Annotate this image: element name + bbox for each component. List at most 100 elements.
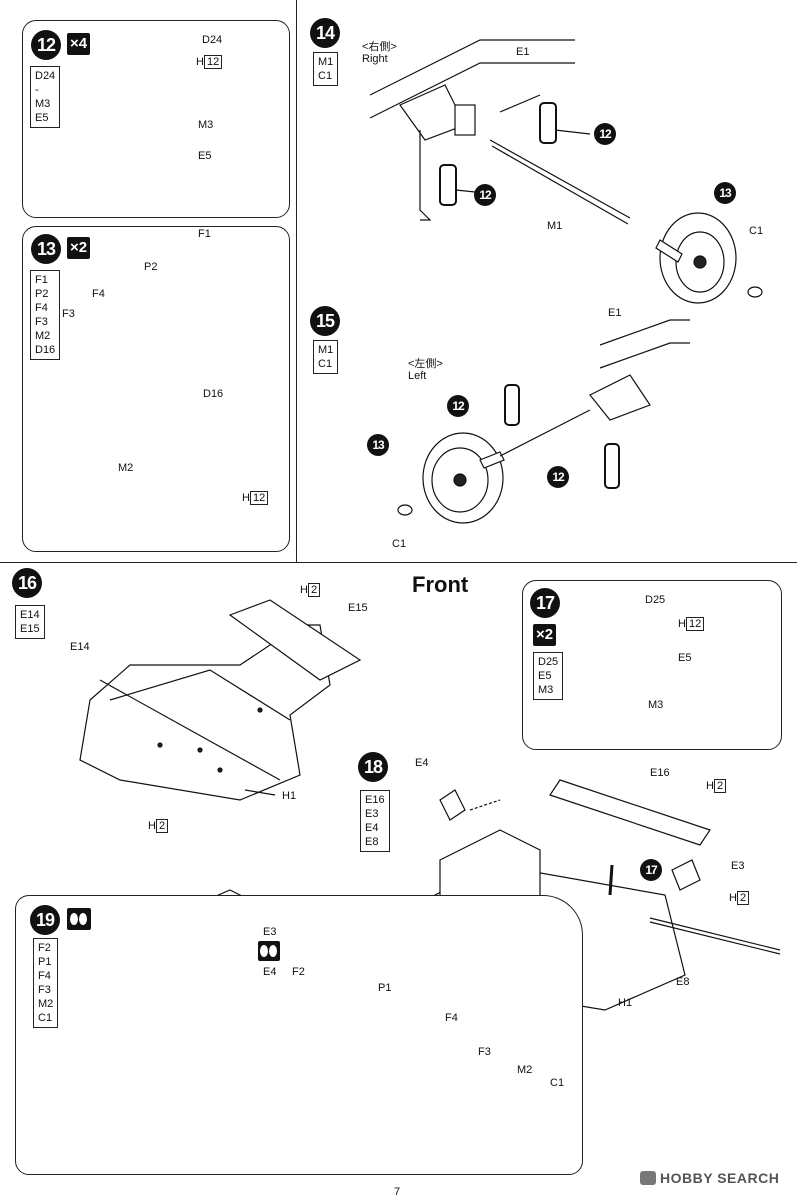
- front-label: Front: [412, 572, 469, 597]
- label-f1: F1: [198, 228, 211, 240]
- label-h1: H1: [282, 790, 297, 802]
- section-divider: [0, 562, 797, 563]
- part-label: E14: [20, 609, 40, 621]
- label-e5: E5: [678, 652, 692, 664]
- suspension-right-14: [369, 39, 763, 304]
- part-label: M1: [318, 344, 334, 356]
- label-c1: C1: [550, 1077, 565, 1089]
- step-17-parts-list: D25 E5 M3: [533, 652, 564, 700]
- step-15-parts-list: M1 C1: [313, 340, 339, 374]
- part-label: C1: [38, 1012, 53, 1024]
- suspension-left-15: [397, 319, 690, 524]
- watermark-logo-icon: [640, 1171, 656, 1185]
- part-label: M3: [538, 684, 554, 696]
- label-m2: M2: [517, 1064, 533, 1076]
- step-12-number: 12: [31, 30, 61, 60]
- step-15-number: 15: [310, 306, 340, 336]
- label-d16: D16: [203, 388, 224, 400]
- part-label: F3: [35, 316, 48, 328]
- paint-mark-icon: [67, 908, 91, 930]
- part-label: F1: [35, 274, 48, 286]
- step-12-multiplier: ×4: [67, 33, 91, 55]
- label-e16: E16: [650, 767, 670, 779]
- step-16-number: 16: [12, 568, 42, 598]
- part-label: F3: [38, 984, 51, 996]
- part-label: E4: [365, 822, 379, 834]
- part-label: D24: [35, 70, 56, 82]
- label-m3: M3: [648, 699, 664, 711]
- paint-mark-icon: [258, 941, 280, 961]
- label-m2: M2: [118, 462, 134, 474]
- step-ref-12: 12: [547, 466, 569, 488]
- step-19-panel: [15, 895, 583, 1175]
- part-label: D25: [538, 656, 559, 668]
- label-f3: F3: [62, 308, 75, 320]
- label-d25: D25: [645, 594, 666, 606]
- label-m3: M3: [198, 119, 214, 131]
- part-label: F4: [38, 970, 51, 982]
- label-e3: E3: [263, 926, 277, 938]
- part-label: C1: [318, 70, 333, 82]
- label-e3: E3: [731, 860, 745, 872]
- step-18-number: 18: [358, 752, 388, 782]
- label-c1: C1: [749, 225, 764, 237]
- label-e1: E1: [608, 307, 622, 319]
- part-label: M2: [38, 998, 54, 1010]
- part-label: D16: [35, 344, 56, 356]
- label-c1: C1: [392, 538, 407, 550]
- part-label: E5: [538, 670, 552, 682]
- label-e8: E8: [676, 976, 690, 988]
- side-label-jp: <右側>: [362, 41, 397, 53]
- step-19-number: 19: [30, 905, 60, 935]
- watermark: HOBBY SEARCH: [640, 1170, 779, 1186]
- label-e4: E4: [415, 757, 429, 769]
- part-label: M3: [35, 98, 51, 110]
- part-label: F2: [38, 942, 51, 954]
- label-f2: F2: [292, 966, 305, 978]
- step-17-panel: [522, 580, 782, 750]
- step-ref-13: 13: [714, 182, 736, 204]
- step-ref-12: 12: [447, 395, 469, 417]
- part-label: C1: [318, 358, 333, 370]
- label-e14: E14: [70, 641, 90, 653]
- part-label: E3: [365, 808, 379, 820]
- part-label: E16: [365, 794, 385, 806]
- step-13-panel: [22, 226, 290, 552]
- label-p2: P2: [144, 261, 158, 273]
- page-number: 7: [394, 1186, 401, 1198]
- label-d24: D24: [202, 34, 223, 46]
- step-12-panel: [22, 20, 290, 218]
- label-h1: H1: [618, 997, 633, 1009]
- step-ref-17: 17: [640, 859, 662, 881]
- step-ref-12: 12: [474, 184, 496, 206]
- part-label: E5: [35, 112, 49, 124]
- step-14-parts-list: M1 C1: [313, 52, 339, 86]
- step-12-parts-list: D24 - M3 E5: [30, 66, 61, 128]
- label-f4: F4: [92, 288, 105, 300]
- label-e1: E1: [516, 46, 530, 58]
- step-16-parts-list: E14 E15: [15, 605, 45, 639]
- column-divider: [296, 0, 297, 562]
- label-f4: F4: [445, 1012, 458, 1024]
- part-label: M1: [318, 56, 334, 68]
- part-label: P1: [38, 956, 52, 968]
- step-17-multiplier: ×2: [533, 624, 557, 646]
- side-label-en: Right: [362, 53, 388, 65]
- step-14-number: 14: [310, 18, 340, 48]
- label-f3: F3: [478, 1046, 491, 1058]
- label-m1: M1: [547, 220, 563, 232]
- side-label-jp: <左側>: [408, 358, 443, 370]
- step-13-parts-list: F1 P2 F4 F3 M2 D16: [30, 270, 61, 360]
- step-19-parts-list: F2 P1 F4 F3 M2 C1: [33, 938, 59, 1028]
- part-label: E8: [365, 836, 379, 848]
- part-label: F4: [35, 302, 48, 314]
- part-label: -: [35, 84, 39, 96]
- label-p1: P1: [378, 982, 392, 994]
- label-e4: E4: [263, 966, 277, 978]
- part-label: M2: [35, 330, 51, 342]
- part-label: P2: [35, 288, 49, 300]
